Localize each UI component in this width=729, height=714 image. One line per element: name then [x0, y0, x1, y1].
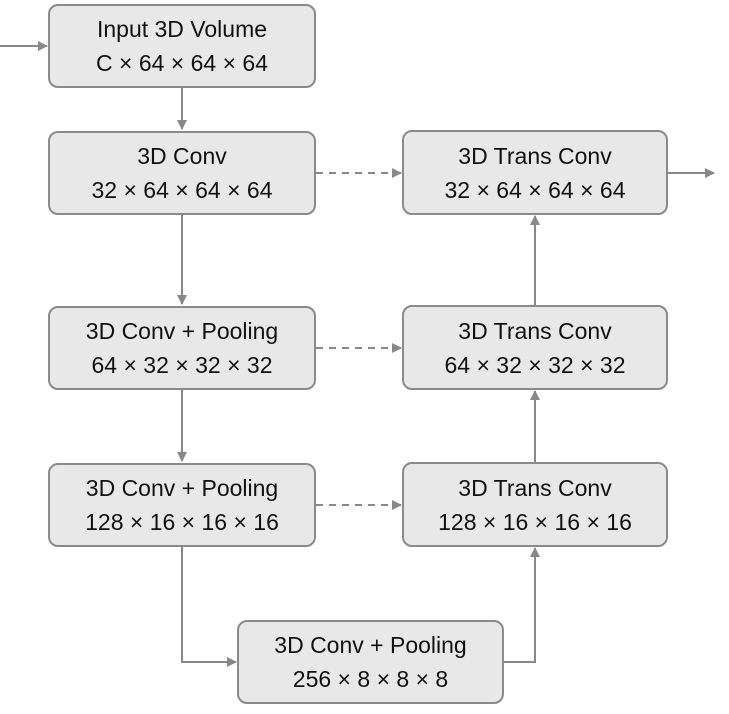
node-conv4-pooling: 3D Conv + Pooling 256 × 8 × 8 × 8 [237, 620, 504, 704]
node-trans-conv1: 3D Trans Conv 32 × 64 × 64 × 64 [402, 130, 668, 215]
node-shape: 128 × 16 × 16 × 16 [85, 509, 279, 535]
edge-conv3-to-conv4 [181, 547, 237, 667]
node-conv2-pooling: 3D Conv + Pooling 64 × 32 × 32 × 32 [48, 306, 316, 390]
node-trans-conv2: 3D Trans Conv 64 × 32 × 32 × 32 [402, 305, 668, 390]
node-title: 3D Trans Conv [458, 317, 612, 344]
node-shape: 64 × 32 × 32 × 32 [444, 351, 626, 378]
edge-conv4-to-trans3 [504, 547, 540, 663]
node-title: 3D Trans Conv [458, 142, 612, 169]
node-shape: 32 × 64 × 64 × 64 [444, 176, 626, 203]
node-shape: C × 64 × 64 × 64 [96, 50, 268, 76]
node-input-volume: Input 3D Volume C × 64 × 64 × 64 [48, 4, 316, 88]
node-shape: 128 × 16 × 16 × 16 [438, 508, 632, 535]
node-title: Input 3D Volume [96, 16, 268, 42]
node-title: 3D Conv + Pooling [274, 632, 467, 658]
node-title: 3D Trans Conv [458, 474, 612, 501]
node-title: 3D Conv + Pooling [85, 318, 279, 344]
node-title: 3D Conv [137, 143, 227, 169]
node-conv3-pooling: 3D Conv + Pooling 128 × 16 × 16 × 16 [48, 463, 316, 547]
node-conv1: 3D Conv 32 × 64 × 64 × 64 [48, 131, 316, 215]
node-trans-conv3: 3D Trans Conv 128 × 16 × 16 × 16 [402, 462, 668, 547]
node-shape: 32 × 64 × 64 × 64 [91, 177, 273, 203]
node-title: 3D Conv + Pooling [85, 475, 279, 501]
node-shape: 256 × 8 × 8 × 8 [292, 666, 449, 692]
node-shape: 64 × 32 × 32 × 32 [91, 352, 273, 378]
